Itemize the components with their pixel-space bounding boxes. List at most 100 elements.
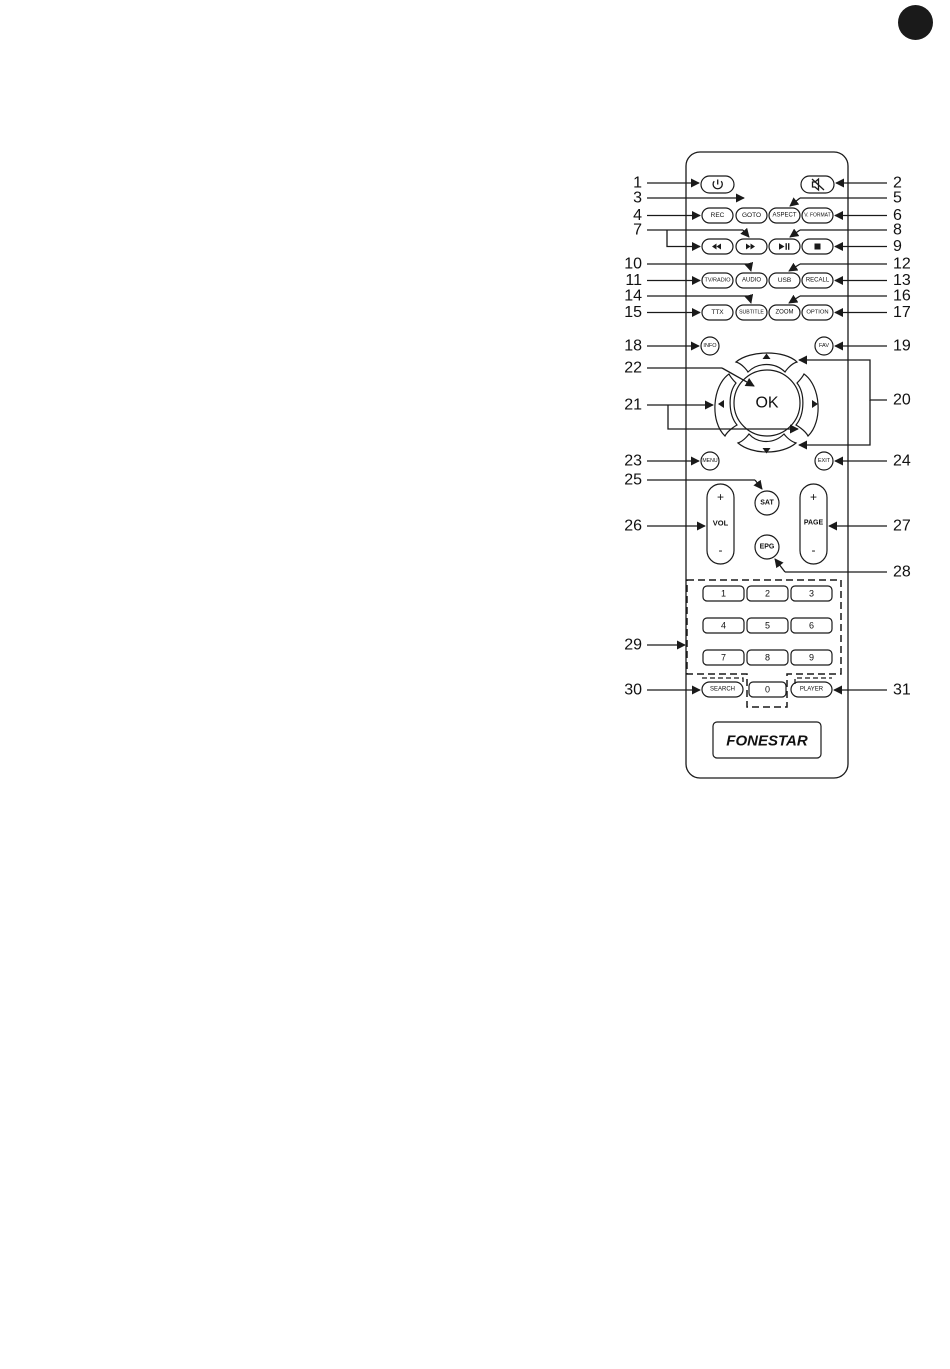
ttx-button[interactable]: TTX [702, 305, 733, 320]
callout-31: 31 [893, 682, 911, 699]
ttx-label: TTX [711, 309, 724, 316]
digit-1-label: 1 [721, 589, 726, 599]
play-pause-button[interactable] [769, 239, 800, 254]
digit-0-label: 0 [765, 685, 770, 695]
volume-up-label: + [717, 490, 724, 504]
digit-button-8[interactable]: 8 [747, 650, 788, 665]
callout-10: 10 [624, 256, 642, 273]
callout-13: 13 [893, 272, 911, 289]
volume-down-label: - [719, 543, 723, 557]
usb-button[interactable]: USB [769, 273, 800, 288]
callout-19: 19 [893, 338, 911, 355]
callout-11: 11 [625, 272, 642, 289]
zoom-button[interactable]: ZOOM [769, 305, 800, 320]
callout-17: 17 [893, 304, 911, 321]
digit-button-5[interactable]: 5 [747, 618, 788, 633]
digit-2-label: 2 [765, 589, 770, 599]
aspect-label: ASPECT [772, 213, 796, 219]
callout-3: 3 [633, 190, 642, 207]
callout-29: 29 [624, 637, 642, 654]
digit-button-4[interactable]: 4 [703, 618, 744, 633]
down-button[interactable] [738, 434, 796, 454]
menu-button[interactable]: MENU [701, 452, 719, 470]
fast-forward-button[interactable] [736, 239, 767, 254]
callout-25: 25 [624, 472, 642, 489]
callout-20: 20 [893, 392, 911, 409]
digit-button-6[interactable]: 6 [791, 618, 832, 633]
option-label: OPTION [806, 310, 828, 316]
callout-26: 26 [624, 518, 642, 535]
callout-22: 22 [624, 360, 642, 377]
callout-8: 8 [893, 222, 902, 239]
digit-button-9[interactable]: 9 [791, 650, 832, 665]
exit-label: EXIT [818, 458, 831, 464]
search-button[interactable]: SEARCH [702, 682, 743, 697]
recall-button[interactable]: RECALL [802, 273, 833, 288]
rec-button[interactable]: REC [702, 208, 733, 223]
menu-label: MENU [702, 458, 718, 464]
digit-9-label: 9 [809, 653, 814, 663]
audio-button[interactable]: AUDIO [736, 273, 767, 288]
digit-6-label: 6 [809, 621, 814, 631]
sat-label: SAT [760, 500, 774, 507]
search-label: SEARCH [710, 687, 735, 693]
digit-4-label: 4 [721, 621, 726, 631]
page-label: PAGE [804, 520, 824, 527]
volume-label: VOL [713, 519, 729, 528]
callout-5: 5 [893, 190, 902, 207]
page-up-label: + [810, 490, 817, 504]
recall-label: RECALL [806, 278, 830, 284]
callout-24: 24 [893, 453, 911, 470]
digit-7-label: 7 [721, 653, 726, 663]
usb-label: USB [778, 277, 791, 284]
digit-button-2[interactable]: 2 [747, 586, 788, 601]
zoom-label: ZOOM [776, 310, 794, 316]
callout-9: 9 [893, 238, 902, 255]
ok-label: OK [755, 395, 778, 412]
digit-button-3[interactable]: 3 [791, 586, 832, 601]
subtitle-button[interactable]: SUBTITLE [736, 305, 767, 320]
digit-3-label: 3 [809, 589, 814, 599]
exit-button[interactable]: EXIT [815, 452, 833, 470]
digit-8-label: 8 [765, 653, 770, 663]
option-button[interactable]: OPTION [802, 305, 833, 320]
aspect-button[interactable]: ASPECT [769, 208, 800, 223]
player-label: PLAYER [800, 687, 824, 693]
callout-14: 14 [624, 288, 642, 305]
player-button[interactable]: PLAYER [791, 682, 832, 697]
tv-radio-label: TV/RADIO [705, 278, 732, 284]
digit-5-label: 5 [765, 621, 770, 631]
goto-button[interactable]: GOTO [736, 208, 767, 223]
sat-button[interactable]: SAT [755, 491, 779, 515]
mute-button[interactable] [801, 176, 834, 193]
callout-27: 27 [893, 518, 911, 535]
rewind-button[interactable] [702, 239, 733, 254]
callout-30: 30 [624, 682, 642, 699]
volume-rocker[interactable]: + VOL - [707, 484, 734, 564]
callout-16: 16 [893, 288, 911, 305]
subtitle-label: SUBTITLE [739, 310, 764, 316]
epg-button[interactable]: EPG [755, 535, 779, 559]
digit-button-7[interactable]: 7 [703, 650, 744, 665]
vformat-label: V. FORMAT [804, 213, 830, 219]
tv-radio-button[interactable]: TV/RADIO [702, 273, 733, 288]
page-rocker[interactable]: + PAGE - [800, 484, 827, 564]
page-down-label: - [812, 543, 816, 557]
callout-28: 28 [893, 564, 911, 581]
brand-logo-text: FONESTAR [726, 733, 808, 750]
epg-label: EPG [760, 544, 775, 551]
callout-7: 7 [633, 222, 642, 239]
fav-button[interactable]: FAV [815, 337, 833, 355]
stop-button[interactable] [802, 239, 833, 254]
info-button[interactable]: INFO [701, 337, 719, 355]
digit-button-0[interactable]: 0 [749, 682, 786, 697]
up-button[interactable] [736, 353, 797, 372]
stop-icon [815, 244, 821, 250]
power-button[interactable] [701, 176, 734, 193]
info-label: INFO [703, 343, 717, 349]
audio-label: AUDIO [742, 278, 761, 284]
callout-21: 21 [624, 397, 642, 414]
digit-button-1[interactable]: 1 [703, 586, 744, 601]
vformat-button[interactable]: V. FORMAT [802, 208, 833, 223]
